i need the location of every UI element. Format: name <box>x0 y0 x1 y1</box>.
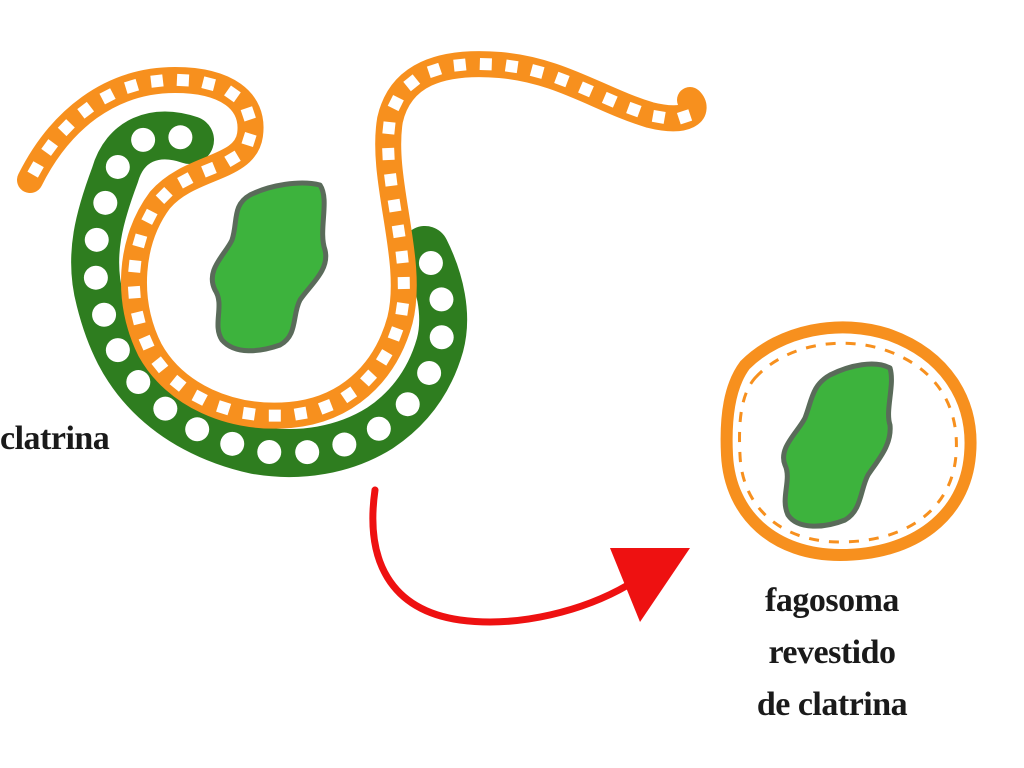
membrane-segment <box>340 386 358 404</box>
membrane-segment <box>479 57 492 71</box>
clathrin-dot <box>84 227 109 252</box>
membrane-segment <box>128 259 142 273</box>
membrane-segment <box>191 389 208 406</box>
membrane-segment <box>242 406 256 421</box>
clathrin-dot <box>257 440 282 465</box>
membrane-segment <box>317 399 334 415</box>
clathrin-dot <box>429 287 454 312</box>
membrane-segment <box>216 400 232 416</box>
clathrin-dot <box>366 416 391 441</box>
membrane-segment <box>384 173 398 187</box>
membrane-segment <box>426 62 443 79</box>
clathrin-dot <box>185 417 210 442</box>
membrane-segment <box>138 334 155 351</box>
membrane-segment <box>626 101 642 118</box>
membrane-segment <box>395 302 409 316</box>
membrane-segment <box>141 208 158 225</box>
membrane-segment <box>387 198 402 213</box>
membrane-segment <box>131 310 146 326</box>
membrane-segment <box>268 409 281 422</box>
membrane-segment <box>224 150 241 168</box>
membrane-segment <box>554 71 570 88</box>
membrane-segment <box>41 139 59 156</box>
clathrin-dot <box>153 396 178 421</box>
particle <box>209 180 329 354</box>
clathrin-dot <box>105 338 130 363</box>
clathrin-dot <box>418 250 443 275</box>
membrane-segment <box>651 109 666 124</box>
membrane-segment <box>132 233 148 249</box>
arrowhead-icon <box>610 548 690 622</box>
membrane-segment <box>127 285 141 299</box>
membrane-segment <box>27 161 44 178</box>
membrane-segment <box>155 187 173 204</box>
membrane-segment <box>201 161 217 178</box>
membrane-segment <box>529 64 545 79</box>
clathrin-dot <box>429 325 454 350</box>
membrane-segment <box>387 326 404 342</box>
membrane-segment <box>382 147 395 161</box>
membrane-segment <box>150 74 164 88</box>
membrane-segment <box>395 250 409 264</box>
membrane-segment <box>601 91 618 108</box>
membrane-segment <box>676 109 693 125</box>
clathrin-label: clatrina <box>0 420 110 457</box>
membrane-segment <box>177 172 194 189</box>
membrane-segment <box>382 121 396 135</box>
membrane-segment <box>504 59 519 74</box>
membrane-segment <box>293 406 308 421</box>
membrane-segment <box>360 369 378 387</box>
clathrin-dot <box>332 432 357 457</box>
clathrin-coat <box>71 111 468 478</box>
clathrin-dot <box>83 265 108 290</box>
membrane-segment <box>397 276 410 290</box>
membrane-segment <box>453 58 467 72</box>
phagosome-label-line1: fagosoma <box>765 582 899 619</box>
membrane-segment <box>77 101 95 119</box>
phagosome <box>720 321 977 561</box>
clathrin-dot <box>131 127 156 152</box>
membrane-segment <box>240 106 256 122</box>
membrane-segment <box>387 95 404 112</box>
phagosome-particle <box>781 361 894 529</box>
membrane-segment <box>578 81 594 98</box>
membrane-segment <box>224 85 241 103</box>
phagosome-label: fagosoma revestido de clatrina <box>732 575 932 731</box>
membrane-segment <box>169 374 187 392</box>
clathrin-dot <box>105 154 130 179</box>
phagosome-label-line3: de clatrina <box>756 686 908 723</box>
membrane-segment <box>57 119 75 137</box>
membrane-segment <box>176 73 190 87</box>
clathrin-dot <box>168 125 193 150</box>
clathrin-dot <box>295 440 320 465</box>
membrane-segment <box>241 131 257 148</box>
clathrin-dot <box>92 302 117 327</box>
clathrin-dot <box>417 360 442 385</box>
membrane-segment <box>375 349 393 366</box>
process-arrow <box>369 486 690 626</box>
clathrin-dot <box>93 190 118 215</box>
clathrin-dot <box>395 392 420 417</box>
plasma-membrane <box>17 51 707 429</box>
membrane-segment <box>403 74 421 92</box>
membrane-segment <box>124 78 140 94</box>
membrane-segment <box>201 76 216 91</box>
clathrin-dot <box>126 370 151 395</box>
membrane-segment <box>99 88 116 105</box>
membrane-segment <box>391 224 406 239</box>
membrane-segment <box>151 356 169 374</box>
clathrin-dot <box>220 431 245 456</box>
phagosome-label-line2: revestido <box>768 634 896 671</box>
